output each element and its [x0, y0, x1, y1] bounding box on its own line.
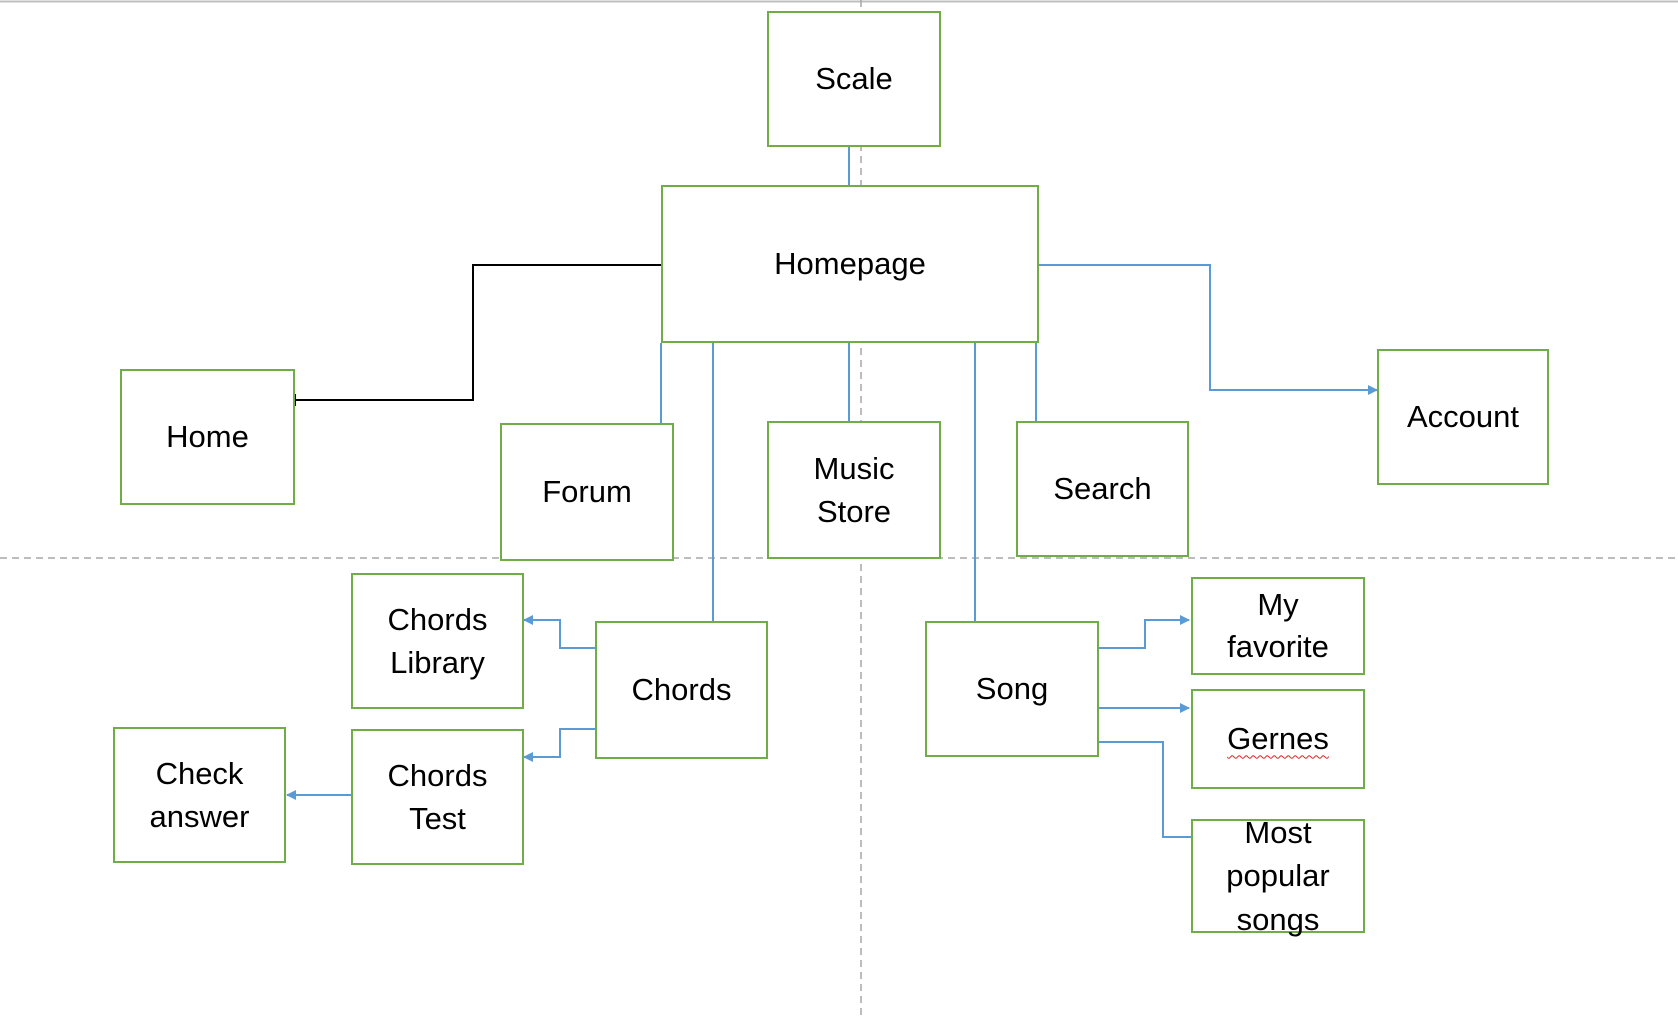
connector-song-most-popular	[1099, 741, 1191, 838]
node-check-answer: Check answer	[113, 727, 286, 863]
gernes-label: Gernes	[1227, 721, 1329, 757]
connector-homepage-home	[295, 264, 661, 401]
node-homepage: Homepage	[661, 185, 1039, 343]
node-most-popular-songs: Most popular songs	[1191, 815, 1365, 937]
node-chords: Chords	[595, 621, 768, 759]
connector-song-my-favorite	[1099, 615, 1190, 649]
node-chords-test: Chords Test	[351, 729, 524, 865]
node-scale: Scale	[767, 11, 941, 147]
node-home: Home	[120, 369, 295, 505]
node-music-store: Music Store	[767, 421, 941, 559]
node-search: Search	[1016, 421, 1189, 557]
connector-chords-library	[523, 615, 595, 649]
connector-chords-test	[523, 728, 595, 762]
node-my-favorite: My favorite	[1191, 577, 1365, 675]
node-account: Account	[1377, 349, 1549, 485]
node-forum: Forum	[500, 423, 674, 561]
connector-homepage-account	[1039, 264, 1378, 395]
node-chords-library: Chords Library	[351, 573, 524, 709]
node-gernes: Gernes	[1191, 689, 1365, 789]
node-song: Song	[925, 621, 1099, 757]
